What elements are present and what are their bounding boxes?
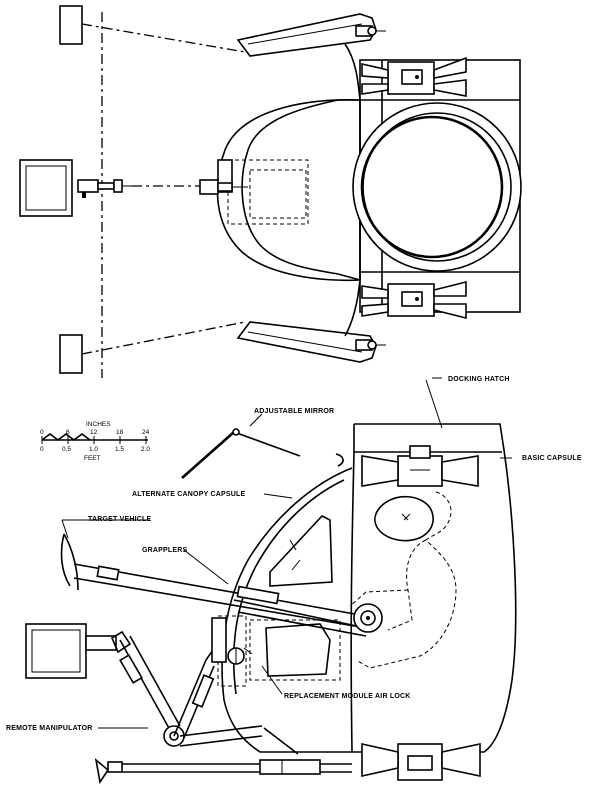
lower-target-box	[59, 334, 83, 374]
inch-tick-0: 0	[40, 429, 44, 436]
lower-thruster-pod	[361, 280, 467, 320]
top-view	[19, 5, 522, 378]
feet-tick-2-0: 2.0	[141, 446, 150, 453]
feet-tick-0-5: 0.5	[62, 446, 71, 453]
lower-grappler-arm	[236, 321, 386, 363]
astronaut-outline	[349, 491, 457, 669]
scale-feet-title: FEET	[84, 455, 101, 462]
inch-tick-24: 24	[142, 429, 150, 436]
porthole	[374, 495, 434, 542]
feet-tick-0: 0	[40, 446, 44, 453]
label-adjustable-mirror: ADJUSTABLE MIRROR	[254, 408, 334, 415]
label-docking-hatch: DOCKING HATCH	[448, 376, 510, 383]
docking-hatch-fitting	[361, 445, 479, 487]
middle-grappler-head	[77, 179, 132, 198]
scale-inches-title: INCHES	[86, 421, 111, 428]
remote-manipulator-arm	[85, 617, 299, 755]
feet-tick-1-5: 1.5	[115, 446, 124, 453]
grapplers	[73, 563, 383, 637]
scale-bar: INCHES 0 6 12 18 24 0 0.5 1.0 1.5 2.0 FE…	[40, 421, 150, 462]
upper-target-box	[59, 5, 83, 45]
basic-capsule-body	[352, 423, 517, 753]
canopy-outline	[216, 99, 361, 282]
bottom-thruster-fitting	[361, 743, 481, 781]
target-vehicle	[60, 533, 79, 591]
upper-grappler-arm	[236, 13, 386, 57]
side-view	[25, 377, 517, 785]
lower-grappler-bar	[94, 757, 352, 785]
label-alternate-canopy-capsule: ALTERNATE CANOPY CAPSULE	[132, 491, 245, 498]
label-target-vehicle: TARGET VEHICLE	[88, 516, 151, 523]
canopy-fitting	[199, 179, 248, 195]
label-replacement-module-air-lock: REPLACEMENT MODULE AIR LOCK	[284, 693, 410, 700]
middle-target-box	[19, 159, 73, 217]
docking-hatch-circle	[352, 102, 522, 272]
manipulator-box	[25, 623, 87, 679]
upper-thruster-pod	[361, 56, 467, 97]
feet-tick-1-0: 1.0	[89, 446, 98, 453]
label-remote-manipulator: REMOTE MANIPULATOR	[6, 725, 93, 732]
label-basic-capsule: BASIC CAPSULE	[522, 455, 582, 462]
inch-tick-18: 18	[116, 429, 124, 436]
adjustable-mirror	[181, 428, 344, 479]
label-grapplers: GRAPPLERS	[142, 547, 187, 554]
inch-tick-12: 12	[90, 429, 98, 436]
inch-tick-6: 6	[66, 429, 70, 436]
